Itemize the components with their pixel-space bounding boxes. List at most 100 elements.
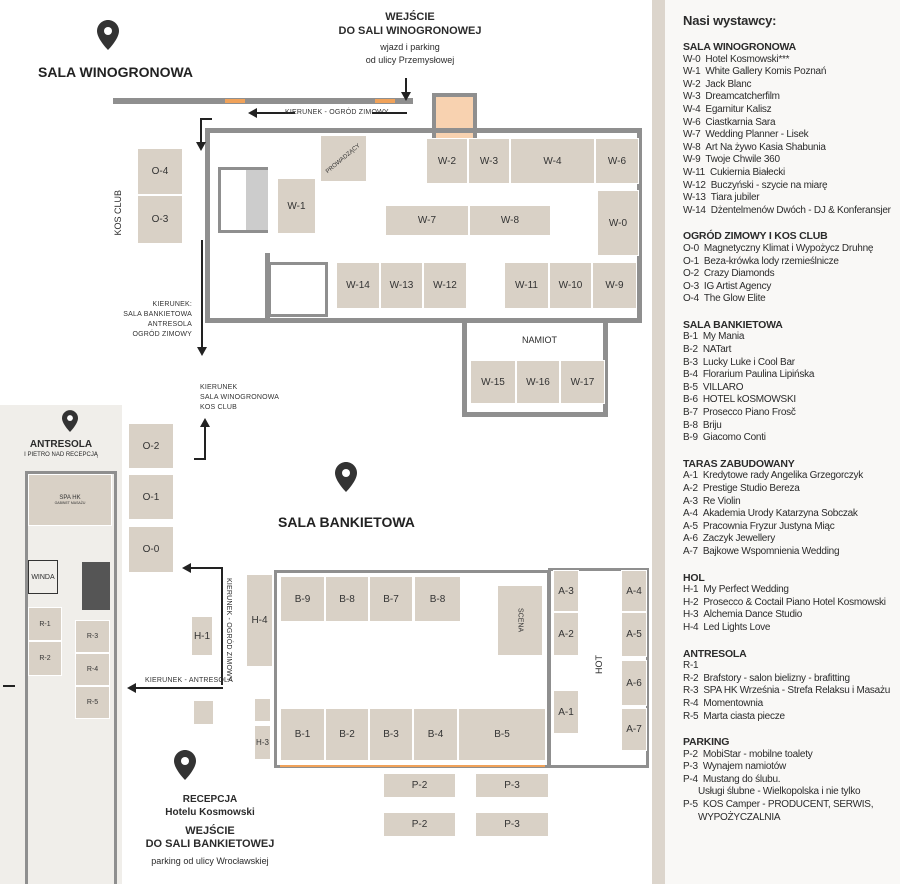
booth-code: W-2 <box>683 78 701 90</box>
booth-o-1[interactable]: O-1 <box>128 474 174 520</box>
booth-a-4[interactable]: A-4 <box>621 570 647 612</box>
exhibitor-name: My Mania <box>702 331 745 343</box>
booth-o-4[interactable]: O-4 <box>137 148 183 195</box>
booth-w-2[interactable]: W-2 <box>426 138 468 184</box>
booth-p-2[interactable]: P-2 <box>383 773 456 798</box>
booth-a-6[interactable]: A-6 <box>621 660 647 706</box>
booth-w-14[interactable]: W-14 <box>336 262 380 309</box>
booth-code: W-13 <box>683 192 706 204</box>
booth-r-5[interactable]: R-5 <box>75 686 110 719</box>
exhibitor-name: Dżentelmenów Dwóch - DJ & Konferansjer <box>710 204 891 216</box>
booth-a-3[interactable]: A-3 <box>553 570 579 612</box>
booth-w-7[interactable]: W-7 <box>385 205 469 236</box>
booth-w-12[interactable]: W-12 <box>423 262 467 309</box>
booth-a-5[interactable]: A-5 <box>621 612 647 657</box>
section-heading: HOL <box>683 571 705 584</box>
direction-label: KIERUNEK - OGRÓD ZIMOWY <box>225 578 232 682</box>
booth-o-2[interactable]: O-2 <box>128 423 174 469</box>
booth-p-3[interactable]: P-3 <box>475 773 549 798</box>
booth-hol-small[interactable] <box>254 698 271 722</box>
booth-prowadzacy[interactable]: PROWADZĄCY <box>320 135 367 182</box>
booth-b-8-second[interactable]: B-8 <box>414 576 461 622</box>
booth-p-2-second[interactable]: P-2 <box>383 812 456 837</box>
exhibitor-name: Art Na żywo Kasia Shabunia <box>705 141 826 153</box>
exhibitor-name: Prosecco & Coctail Piano Hotel Kosmowski <box>703 596 886 608</box>
exhibitor-name: Mustang do ślubu. <box>702 773 781 785</box>
exhibitor-name: White Gallery Komis Poznań <box>705 66 827 78</box>
booth-code: R-2 <box>683 672 699 684</box>
booth-h-2[interactable] <box>193 700 214 725</box>
booth-w-4[interactable]: W-4 <box>510 138 595 184</box>
booth-r-4[interactable]: R-4 <box>75 653 110 686</box>
booth-b-7[interactable]: B-7 <box>369 576 413 622</box>
booth-w-17[interactable]: W-17 <box>560 360 605 404</box>
booth-b-1[interactable]: B-1 <box>280 708 325 761</box>
booth-r-1[interactable]: R-1 <box>28 607 62 641</box>
booth-w-15[interactable]: W-15 <box>470 360 516 404</box>
booth-w-6[interactable]: W-6 <box>595 138 639 184</box>
exhibitor-name: Giacomo Conti <box>702 432 766 444</box>
booth-b-4[interactable]: B-4 <box>413 708 458 761</box>
booth-b-8[interactable]: B-8 <box>325 576 369 622</box>
booth-w-1[interactable]: W-1 <box>277 178 316 234</box>
booth-w-0[interactable]: W-0 <box>597 190 639 256</box>
exhibitor-name: Marta ciasta piecze <box>703 710 785 722</box>
exhibitor-name: Ciastkarnia Sara <box>705 116 776 128</box>
room-label: SPA HK <box>59 495 81 501</box>
direction-line: OGRÓD ZIMOWY <box>132 331 192 338</box>
booth-code: O-3 <box>683 280 699 292</box>
booth-o-0[interactable]: O-0 <box>128 526 174 573</box>
booth-r-2[interactable]: R-2 <box>28 641 62 676</box>
booth-code: P-5 <box>683 799 698 811</box>
booth-p-3-second[interactable]: P-3 <box>475 812 549 837</box>
direction-line: SALA BANKIETOWA <box>123 311 192 318</box>
exhibitor-name: Dreamcatcherfilm <box>705 91 780 103</box>
exhibitor-name: Wedding Planner - Lisek <box>705 129 809 141</box>
exhibitor-name: Beza-krówka lody rzemieślnicze <box>703 255 839 267</box>
booth-b-5[interactable]: B-5 <box>458 708 546 761</box>
namiot-tent <box>462 322 608 417</box>
booth-w-13[interactable]: W-13 <box>380 262 423 309</box>
booth-b-2[interactable]: B-2 <box>325 708 369 761</box>
section-heading: PARKING <box>683 736 730 749</box>
booth-w-16[interactable]: W-16 <box>516 360 560 404</box>
booth-a-7[interactable]: A-7 <box>621 708 647 751</box>
booth-code: W-3 <box>683 91 701 103</box>
booth-w-10[interactable]: W-10 <box>549 262 592 309</box>
exhibitor-name: The Glow Elite <box>703 293 766 305</box>
booth-h-3[interactable]: H-3 <box>254 725 271 760</box>
booth-b-9[interactable]: B-9 <box>280 576 325 622</box>
booth-w-11[interactable]: W-11 <box>504 262 549 309</box>
exhibitor-name: Alchemia Dance Studio <box>703 609 803 621</box>
booth-a-2[interactable]: A-2 <box>553 612 579 656</box>
booth-h-1[interactable]: H-1 <box>191 616 213 656</box>
booth-code: A-1 <box>683 470 698 482</box>
booth-r-3[interactable]: R-3 <box>75 620 110 653</box>
booth-w-9[interactable]: W-9 <box>592 262 637 309</box>
booth-o-3[interactable]: O-3 <box>137 195 183 244</box>
booth-h-4[interactable]: H-4 <box>246 574 273 667</box>
booth-w-8[interactable]: W-8 <box>469 205 551 236</box>
booth-a-1[interactable]: A-1 <box>553 690 579 734</box>
exhibitor-name: SPA HK Września - Strefa Relaksu i Masaż… <box>703 685 891 697</box>
booth-b-3[interactable]: B-3 <box>369 708 413 761</box>
booth-w-3[interactable]: W-3 <box>468 138 510 184</box>
